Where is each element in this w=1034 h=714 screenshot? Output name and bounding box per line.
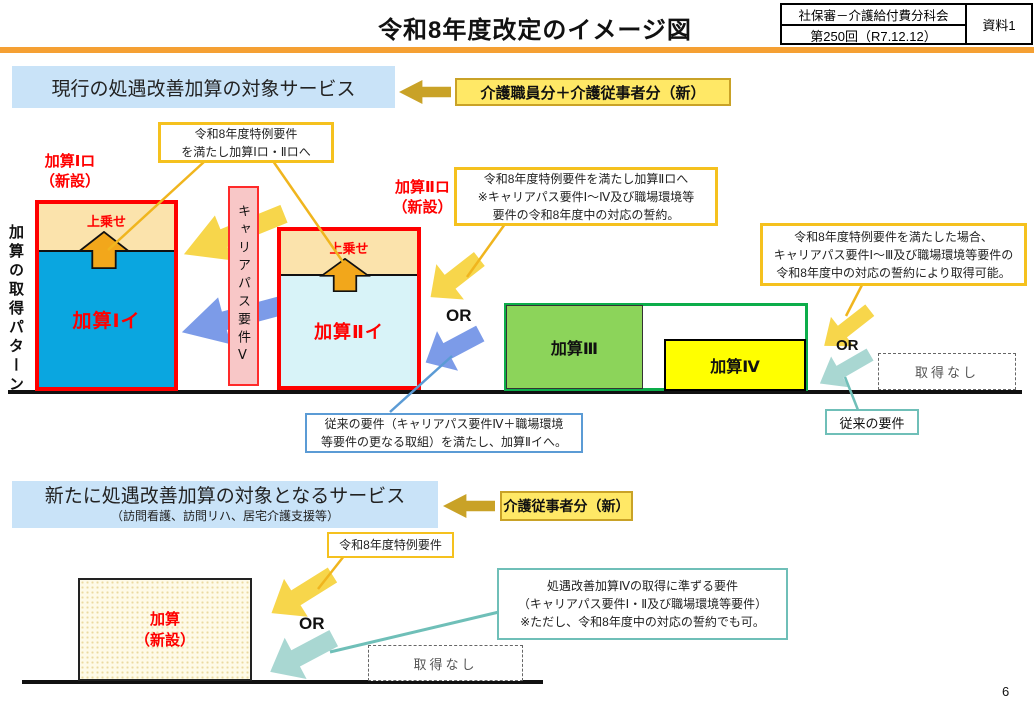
page-title: 令和8年度改定のイメージ図 <box>378 17 692 44</box>
orange-up-arrow-icon <box>319 258 371 292</box>
committee-name: 社保審－介護給付費分科会 <box>782 5 965 26</box>
axis-label-vertical: 加算の取得パターン <box>7 224 24 395</box>
callout-special-requirement-1-2: 令和8年度特例要件 を満たし加算Ⅰロ・Ⅱロへ <box>158 122 334 163</box>
addition-3-box: 加算Ⅲ <box>506 305 643 389</box>
new-services-heading-line1: 新たに処遇改善加算の対象となるサービス <box>44 486 406 508</box>
addition-1b-label: 加算Ⅰロ （新設） <box>39 153 100 191</box>
current-services-heading: 現行の処遇改善加算の対象サービス <box>12 66 395 108</box>
session-number: 第250回（R7.12.12） <box>810 29 937 44</box>
or-label-2: OR <box>836 337 859 354</box>
topup-label-1: 上乗せ <box>86 214 126 229</box>
addition-2a-box: 加算Ⅱイ <box>281 276 417 386</box>
new-services-heading-line2: （訪問看護、訪問リハ、居宅介護支援等） <box>110 508 339 523</box>
staff-share-badge: 介護職員分＋介護従事者分（新） <box>455 78 731 106</box>
callout-conventional-requirement-2a: 従来の要件（キャリアパス要件Ⅳ＋職場環境 等要件の更なる取組）を満たし、加算Ⅱイ… <box>305 413 583 453</box>
committee-info-left: 社保審－介護給付費分科会 第250回（R7.12.12） <box>782 5 967 44</box>
gold-left-arrow-icon <box>399 79 451 105</box>
teal-block-arrow-icon <box>819 348 874 388</box>
document-label: 資料1 <box>982 17 1016 33</box>
no-acquisition-box-1: 取得なし <box>878 353 1016 390</box>
new-services-heading: 新たに処遇改善加算の対象となるサービス （訪問看護、訪問リハ、居宅介護支援等） <box>12 481 438 528</box>
callout-special-requirement-case: 令和8年度特例要件を満たした場合、 キャリアパス要件Ⅰ～Ⅲ及び職場環境等要件の … <box>760 223 1027 286</box>
addition-2-box: 上乗せ 加算Ⅱイ <box>277 227 421 390</box>
conventional-requirement-box: 従来の要件 <box>825 409 919 435</box>
career-path-label: キャリアパス要件Ⅴ <box>236 204 251 368</box>
worker-share-badge: 介護従事者分（新） <box>500 491 633 521</box>
addition-4-box: 加算Ⅳ <box>664 339 806 391</box>
addition-2b-label: 加算Ⅱロ （新設） <box>392 179 453 217</box>
addition-1-box: 上乗せ 加算Ⅰイ <box>35 200 178 391</box>
callout-special-requirement-new: 令和8年度特例要件 <box>327 532 454 558</box>
baseline-upper <box>8 390 1022 394</box>
addition-1a-box: 加算Ⅰイ <box>39 252 174 387</box>
page-number: 6 <box>1002 684 1010 699</box>
callout-special-requirement-2: 令和8年度特例要件を満たし加算Ⅱロへ ※キャリアパス要件Ⅰ～Ⅳ及び職場環境等 要… <box>454 167 718 226</box>
new-addition-box: 加算 （新設） <box>78 578 252 681</box>
header-divider-rule <box>0 47 1034 53</box>
no-acquisition-box-2: 取得なし <box>368 645 523 681</box>
orange-up-arrow-icon <box>77 231 131 269</box>
or-label-1: OR <box>446 306 472 325</box>
committee-info-table: 社保審－介護給付費分科会 第250回（R7.12.12） 資料1 <box>780 3 1033 45</box>
yellow-block-arrow-icon <box>430 251 485 300</box>
callout-quasi-requirement: 処遇改善加算Ⅳの取得に準ずる要件 （キャリアパス要件Ⅰ・Ⅱ及び職場環境等要件） … <box>497 568 788 640</box>
teal-block-arrow-icon <box>270 630 339 679</box>
topup-label-2: 上乗せ <box>329 241 369 256</box>
or-label-3: OR <box>299 614 325 633</box>
career-path-requirement-column: キャリアパス要件Ⅴ <box>228 186 259 386</box>
baseline-lower <box>22 680 543 684</box>
gold-left-arrow-icon <box>443 493 495 519</box>
